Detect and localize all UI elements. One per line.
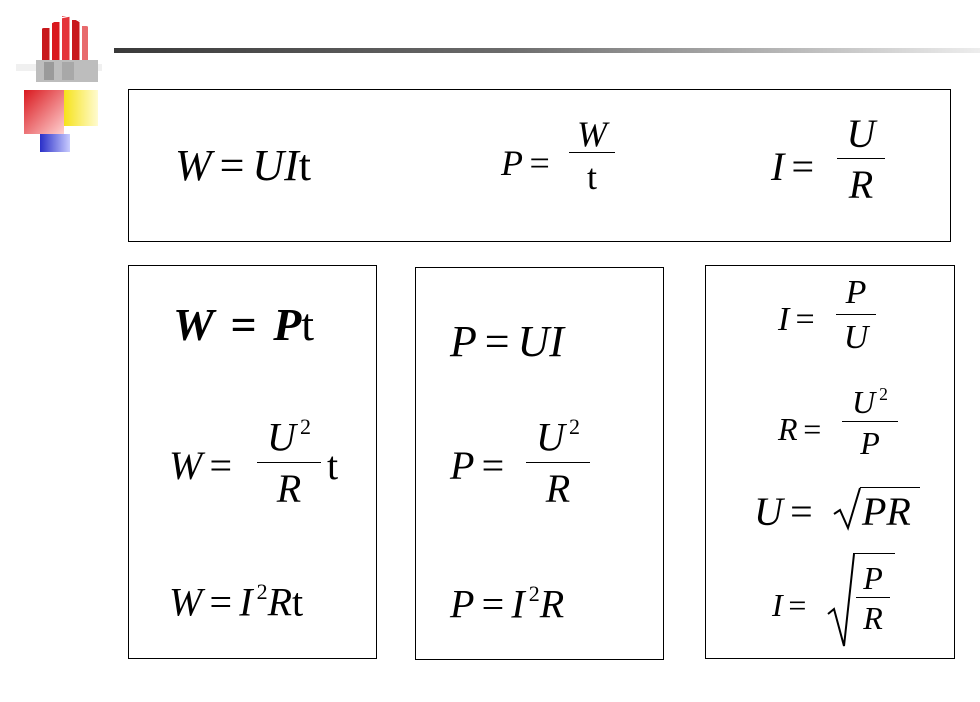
- sqrt-overline-tall: [853, 553, 895, 554]
- sqrt-overline: [860, 487, 920, 488]
- sqrt-radicand: PR: [862, 489, 911, 534]
- sqrt-symbol-tall-icon: [827, 553, 855, 647]
- header-divider: [114, 48, 980, 53]
- fraction-w-over-t: W t: [569, 116, 615, 195]
- formula-voltage-sqrt-pr: U=: [754, 489, 813, 534]
- formula-power-u2r: P=: [450, 443, 505, 488]
- formula-current-pu: I=: [778, 301, 815, 338]
- fraction-p-over-u: P U: [836, 276, 876, 355]
- formula-power-ui: P=UI: [450, 317, 564, 366]
- sqrt-symbol-icon: [833, 487, 861, 531]
- formula-current-sqrt-pr: I=: [772, 587, 807, 623]
- formula-work-uit: W=UIt: [175, 141, 311, 190]
- formula-resistance-u2p: R=: [778, 411, 822, 447]
- formula-work-u2rt: W=: [169, 443, 233, 488]
- formula-work-u2rt-tail: t: [327, 443, 339, 488]
- fraction-u-over-r: U R: [837, 114, 885, 205]
- building-logo-icon: [16, 15, 102, 152]
- basic-formulas-box: W=UIt P= W t I= U R: [128, 89, 951, 242]
- formula-work-pt: W=Pt: [173, 299, 315, 350]
- formula-power-wt: P=: [501, 143, 550, 183]
- fraction-p-over-r: P R: [856, 562, 890, 634]
- formula-current-ur: I=: [771, 144, 815, 189]
